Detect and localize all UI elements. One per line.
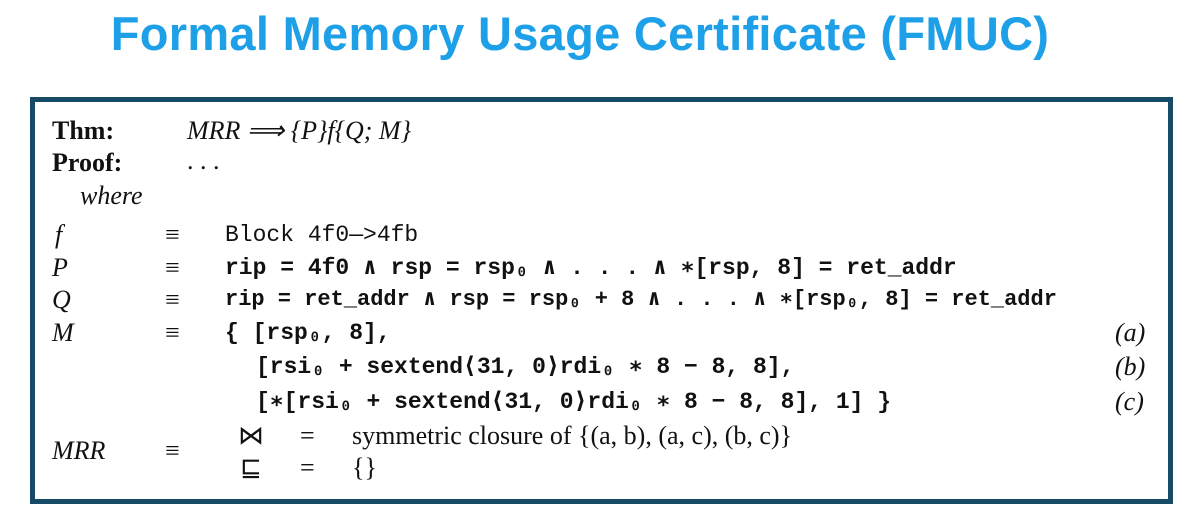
p-definition: rip = 4f0 ∧ rsp = rsp₀ ∧ . . . ∧ ∗[rsp, … xyxy=(225,255,957,281)
f-definition: Block 4f0—>4fb xyxy=(225,222,419,248)
where-label: where xyxy=(80,181,143,210)
alias-equals: = xyxy=(300,421,315,450)
m-label: M xyxy=(52,318,74,347)
tag-a: (a) xyxy=(1115,318,1146,347)
alias-symbol: ⋈ xyxy=(238,421,264,450)
proof-body: . . . xyxy=(187,146,220,175)
equiv-symbol: ≡ xyxy=(165,318,180,347)
equiv-symbol: ≡ xyxy=(165,220,180,249)
proof-label: Proof: xyxy=(52,148,123,177)
m-item-c: [∗[rsi₀ + sextend⟨31, 0⟩rdi₀ ∗ 8 − 8, 8]… xyxy=(256,389,892,415)
q-definition: rip = ret_addr ∧ rsp = rsp₀ + 8 ∧ . . . … xyxy=(225,287,1057,312)
q-label: Q xyxy=(52,285,71,314)
tag-b: (b) xyxy=(1115,352,1146,381)
equiv-symbol: ≡ xyxy=(165,436,180,465)
p-label: P xyxy=(52,253,68,282)
theorem-box xyxy=(30,97,1173,504)
separation-equals: = xyxy=(300,453,315,482)
slide-title: Formal Memory Usage Certificate (FMUC) xyxy=(110,7,1050,60)
tag-c: (c) xyxy=(1115,387,1144,416)
separation-symbol: ⊑ xyxy=(240,453,262,482)
thm-label: Thm: xyxy=(52,116,115,145)
thm-statement: MRR ⟹ {P}f{Q; M} xyxy=(187,116,411,145)
f-label: f xyxy=(55,220,63,249)
alias-definition: symmetric closure of {(a, b), (a, c), (b… xyxy=(352,421,793,450)
mrr-label: MRR xyxy=(52,436,106,465)
equiv-symbol: ≡ xyxy=(165,285,180,314)
m-item-b: [rsi₀ + sextend⟨31, 0⟩rdi₀ ∗ 8 − 8, 8], xyxy=(256,354,795,380)
separation-definition: {} xyxy=(352,453,377,482)
equiv-symbol: ≡ xyxy=(165,253,180,282)
m-item-a: { [rsp₀, 8], xyxy=(225,320,391,346)
